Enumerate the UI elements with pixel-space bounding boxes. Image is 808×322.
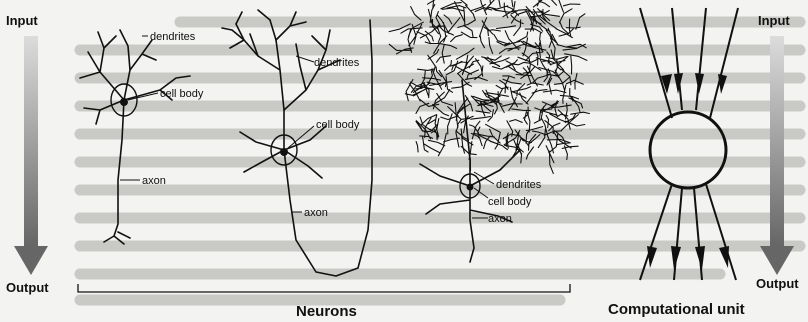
neurons-caption: Neurons [296,303,357,320]
computational-unit-caption: Computational unit [608,301,745,318]
input-right-label: Input [758,13,790,28]
output-left-label: Output [6,280,49,295]
bleed-through-text [80,22,800,300]
input-left-label: Input [6,13,38,28]
neuron-1-dendrites-label: dendrites [150,31,196,43]
output-right-label: Output [756,276,799,291]
neuron-1-axon-label: axon [142,175,166,187]
neuron-2-dendrites-label: dendrites [314,57,360,69]
left-flow-arrow [14,36,48,275]
neuron-3-dendrites-label: dendrites [496,179,542,191]
neuron-2-axon-label: axon [304,207,328,219]
neuron-3-cell-body-label: cell body [488,196,532,208]
neuron-1-cell-body-label: cell body [160,88,204,100]
neuron-3-axon-label: axon [488,213,512,225]
neuron-2-cell-body-label: cell body [316,119,360,131]
neurons-bracket [78,284,570,292]
right-flow-arrow [760,36,794,275]
